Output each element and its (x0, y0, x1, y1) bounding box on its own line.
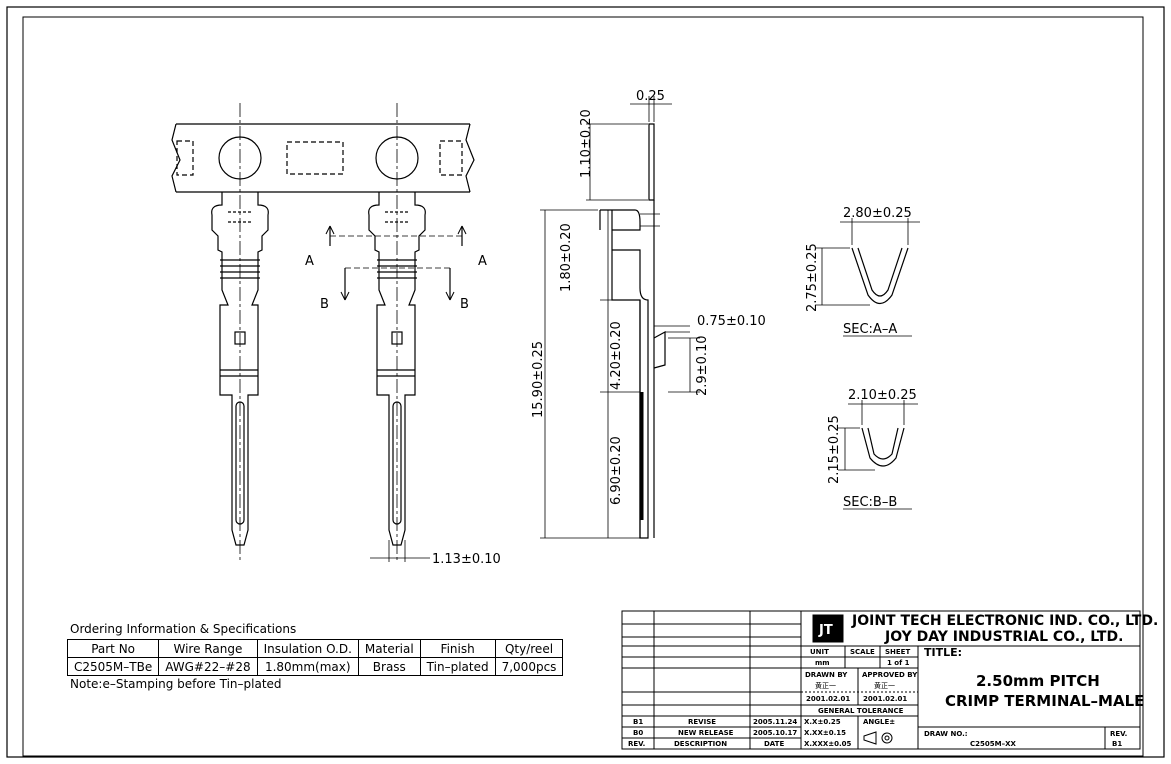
dim-lance-length: 2.9±0.10 (695, 335, 710, 396)
title-line-1: 2.50mm PITCH (976, 672, 1100, 690)
rev-column-header: REV. (628, 740, 645, 748)
dim-sec-a-height: 2.75±0.25 (805, 243, 820, 312)
cell-wire-range: AWG#22–#28 (158, 657, 258, 676)
dim-crimp-length: 1.80±0.20 (559, 223, 574, 292)
dim-sec-b-height: 2.15±0.25 (827, 415, 842, 484)
draw-no-label: DRAW NO.: (924, 730, 968, 738)
cell-qty: 7,000pcs (494, 657, 564, 676)
company-name-2: JOY DAY INDUSTRIAL CO., LTD. (884, 629, 1123, 645)
header-finish: Finish (419, 639, 496, 658)
drawn-by-label: DRAWN BY (805, 671, 848, 679)
general-tolerance-label: GENERAL TOLERANCE (818, 707, 904, 715)
section-a-label-right: A (478, 254, 487, 269)
revision-1-rev: B1 (633, 718, 643, 726)
cell-part-no: C2505M–TBe (66, 657, 160, 676)
dim-pin-length: 6.90±0.20 (609, 436, 624, 505)
inner-border (22, 16, 1144, 757)
front-view (171, 103, 475, 562)
date-column-header: DATE (764, 740, 784, 748)
sheet-label: SHEET (885, 648, 910, 656)
sheet-value: 1 of 1 (887, 659, 910, 667)
scale-label: SCALE (850, 648, 875, 656)
section-b-view (838, 400, 918, 510)
sec-a-caption: SEC:A–A (843, 322, 897, 337)
approved-by-name: 黄正一 (874, 681, 895, 690)
cell-finish: Tin–plated (419, 657, 496, 676)
company-logo: JT (818, 623, 833, 638)
title-label: TITLE: (924, 646, 962, 659)
revision-2-date: 2005.10.17 (753, 729, 797, 737)
header-wire-range: Wire Range (158, 639, 258, 658)
dim-tip-length: 1.10±0.20 (579, 109, 594, 178)
unit-label: UNIT (810, 648, 829, 656)
title-line-2: CRIMP TERMINAL–MALE (945, 692, 1144, 710)
table-row: C2505M–TBe AWG#22–#28 1.80mm(max) Brass … (66, 657, 564, 676)
dim-strip-thickness: 0.25 (636, 89, 665, 104)
drawn-date: 2001.02.01 (806, 695, 850, 703)
ordering-note: Note:e–Stamping before Tin–plated (70, 677, 282, 691)
section-a-view (815, 218, 920, 337)
header-qty: Qty/reel (494, 639, 564, 658)
revision-1-date: 2005.11.24 (753, 718, 797, 726)
header-material: Material (357, 639, 421, 658)
ordering-title: Ordering Information & Specifications (70, 622, 297, 636)
revision-2-rev: B0 (633, 729, 643, 737)
header-part-no: Part No (66, 639, 160, 658)
dim-body-length: 4.20±0.20 (609, 321, 624, 390)
draw-no-value: C2505M–XX (970, 740, 1016, 748)
tolerance-1: X.X±0.25 (804, 718, 841, 726)
dim-lance-height: 0.75±0.10 (697, 314, 766, 329)
sec-b-caption: SEC:B–B (843, 495, 897, 510)
cell-material: Brass (357, 657, 421, 676)
revision-1-desc: REVISE (688, 718, 716, 726)
section-a-label-left: A (305, 254, 314, 269)
tolerance-2: X.XX±0.15 (804, 729, 846, 737)
angle-label: ANGLE± (863, 718, 895, 726)
projection-symbol (863, 731, 893, 745)
dim-sec-b-width: 2.10±0.25 (848, 388, 917, 403)
description-column-header: DESCRIPTION (674, 740, 727, 748)
ordering-table: Part No Wire Range Insulation O.D. Mater… (66, 639, 564, 676)
section-b-label-right: B (460, 297, 469, 312)
cell-insulation: 1.80mm(max) (256, 657, 359, 676)
dim-sec-a-width: 2.80±0.25 (843, 206, 912, 221)
company-name-1: JOINT TECH ELECTRONIC IND. CO., LTD. (851, 613, 1158, 629)
revision-2-desc: NEW RELEASE (678, 729, 734, 737)
header-insulation: Insulation O.D. (256, 639, 359, 658)
approved-by-label: APPROVED BY (862, 671, 918, 679)
title-block (621, 610, 1141, 750)
dim-pin-width: 1.13±0.10 (432, 552, 501, 567)
drawn-by-name: 黄正一 (815, 681, 836, 690)
unit-value: mm (815, 659, 830, 667)
section-b-label-left: B (320, 297, 329, 312)
rev-label: REV. (1110, 730, 1127, 738)
table-header-row: Part No Wire Range Insulation O.D. Mater… (66, 639, 564, 658)
side-view (540, 96, 700, 539)
rev-value: B1 (1112, 740, 1122, 748)
outer-border (6, 6, 1165, 758)
dim-total-length: 15.90±0.25 (531, 341, 546, 418)
approved-date: 2001.02.01 (863, 695, 907, 703)
tolerance-3: X.XXX±0.05 (804, 740, 852, 748)
